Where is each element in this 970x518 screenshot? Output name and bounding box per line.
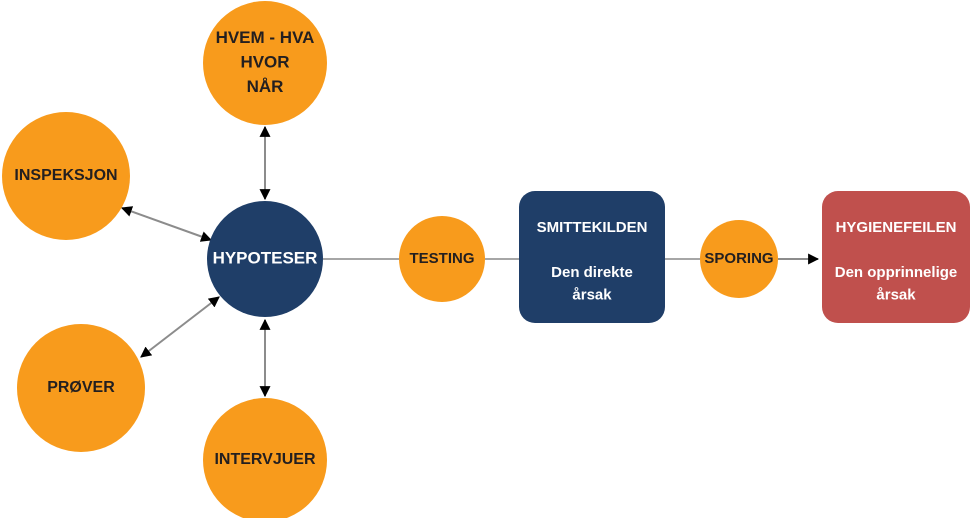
- node-label-intervjuer: INTERVJUER: [214, 451, 316, 468]
- connector-layer: [120, 125, 820, 398]
- node-shape-hvem-hva-hvor-nar: [203, 1, 327, 125]
- node-prover[interactable]: PRØVER: [17, 324, 145, 452]
- node-label-hvem-hva-hvor-nar: NÅR: [247, 77, 284, 96]
- node-title-smittekilden: SMITTEKILDEN: [537, 219, 648, 236]
- node-label-hvem-hva-hvor-nar: HVEM - HVA: [216, 28, 315, 47]
- node-shape-testing: [399, 216, 485, 302]
- node-hypoteser[interactable]: HYPOTESER: [207, 201, 323, 317]
- node-hvem-hva-hvor-nar[interactable]: HVEM - HVA HVOR NÅR: [203, 1, 327, 125]
- node-label-sporing: SPORING: [704, 250, 773, 267]
- node-shape-prover: [17, 324, 145, 452]
- node-sporing[interactable]: SPORING: [700, 220, 778, 298]
- node-label-testing: TESTING: [409, 250, 474, 267]
- node-shape-smittekilden: [519, 191, 665, 323]
- node-subtitle-hygienefeilen: Den opprinnelige: [835, 264, 958, 281]
- connector-hypoteser-prover: [140, 296, 220, 358]
- node-hygienefeilen[interactable]: HYGIENEFEILEN Den opprinnelige årsak: [822, 191, 970, 323]
- node-inspeksjon[interactable]: INSPEKSJON: [2, 112, 130, 240]
- connector-hypoteser-inspeksjon: [120, 206, 213, 242]
- node-label-hypoteser: HYPOTESER: [213, 248, 318, 267]
- node-shape-hygienefeilen: [822, 191, 970, 323]
- node-shape-hypoteser: [207, 201, 323, 317]
- node-label-inspeksjon: INSPEKSJON: [14, 167, 117, 184]
- node-subtitle-smittekilden: årsak: [572, 286, 612, 303]
- node-title-hygienefeilen: HYGIENEFEILEN: [836, 219, 957, 236]
- node-intervjuer[interactable]: INTERVJUER: [203, 398, 327, 518]
- node-subtitle-smittekilden: Den direkte: [551, 264, 633, 281]
- node-shape-inspeksjon: [2, 112, 130, 240]
- node-label-hvem-hva-hvor-nar: HVOR: [240, 52, 289, 71]
- node-testing[interactable]: TESTING: [399, 216, 485, 302]
- node-subtitle-hygienefeilen: årsak: [876, 286, 916, 303]
- node-shape-sporing: [700, 220, 778, 298]
- node-label-prover: PRØVER: [47, 379, 115, 396]
- node-shape-intervjuer: [203, 398, 327, 518]
- node-smittekilden[interactable]: SMITTEKILDEN Den direkte årsak: [519, 191, 665, 323]
